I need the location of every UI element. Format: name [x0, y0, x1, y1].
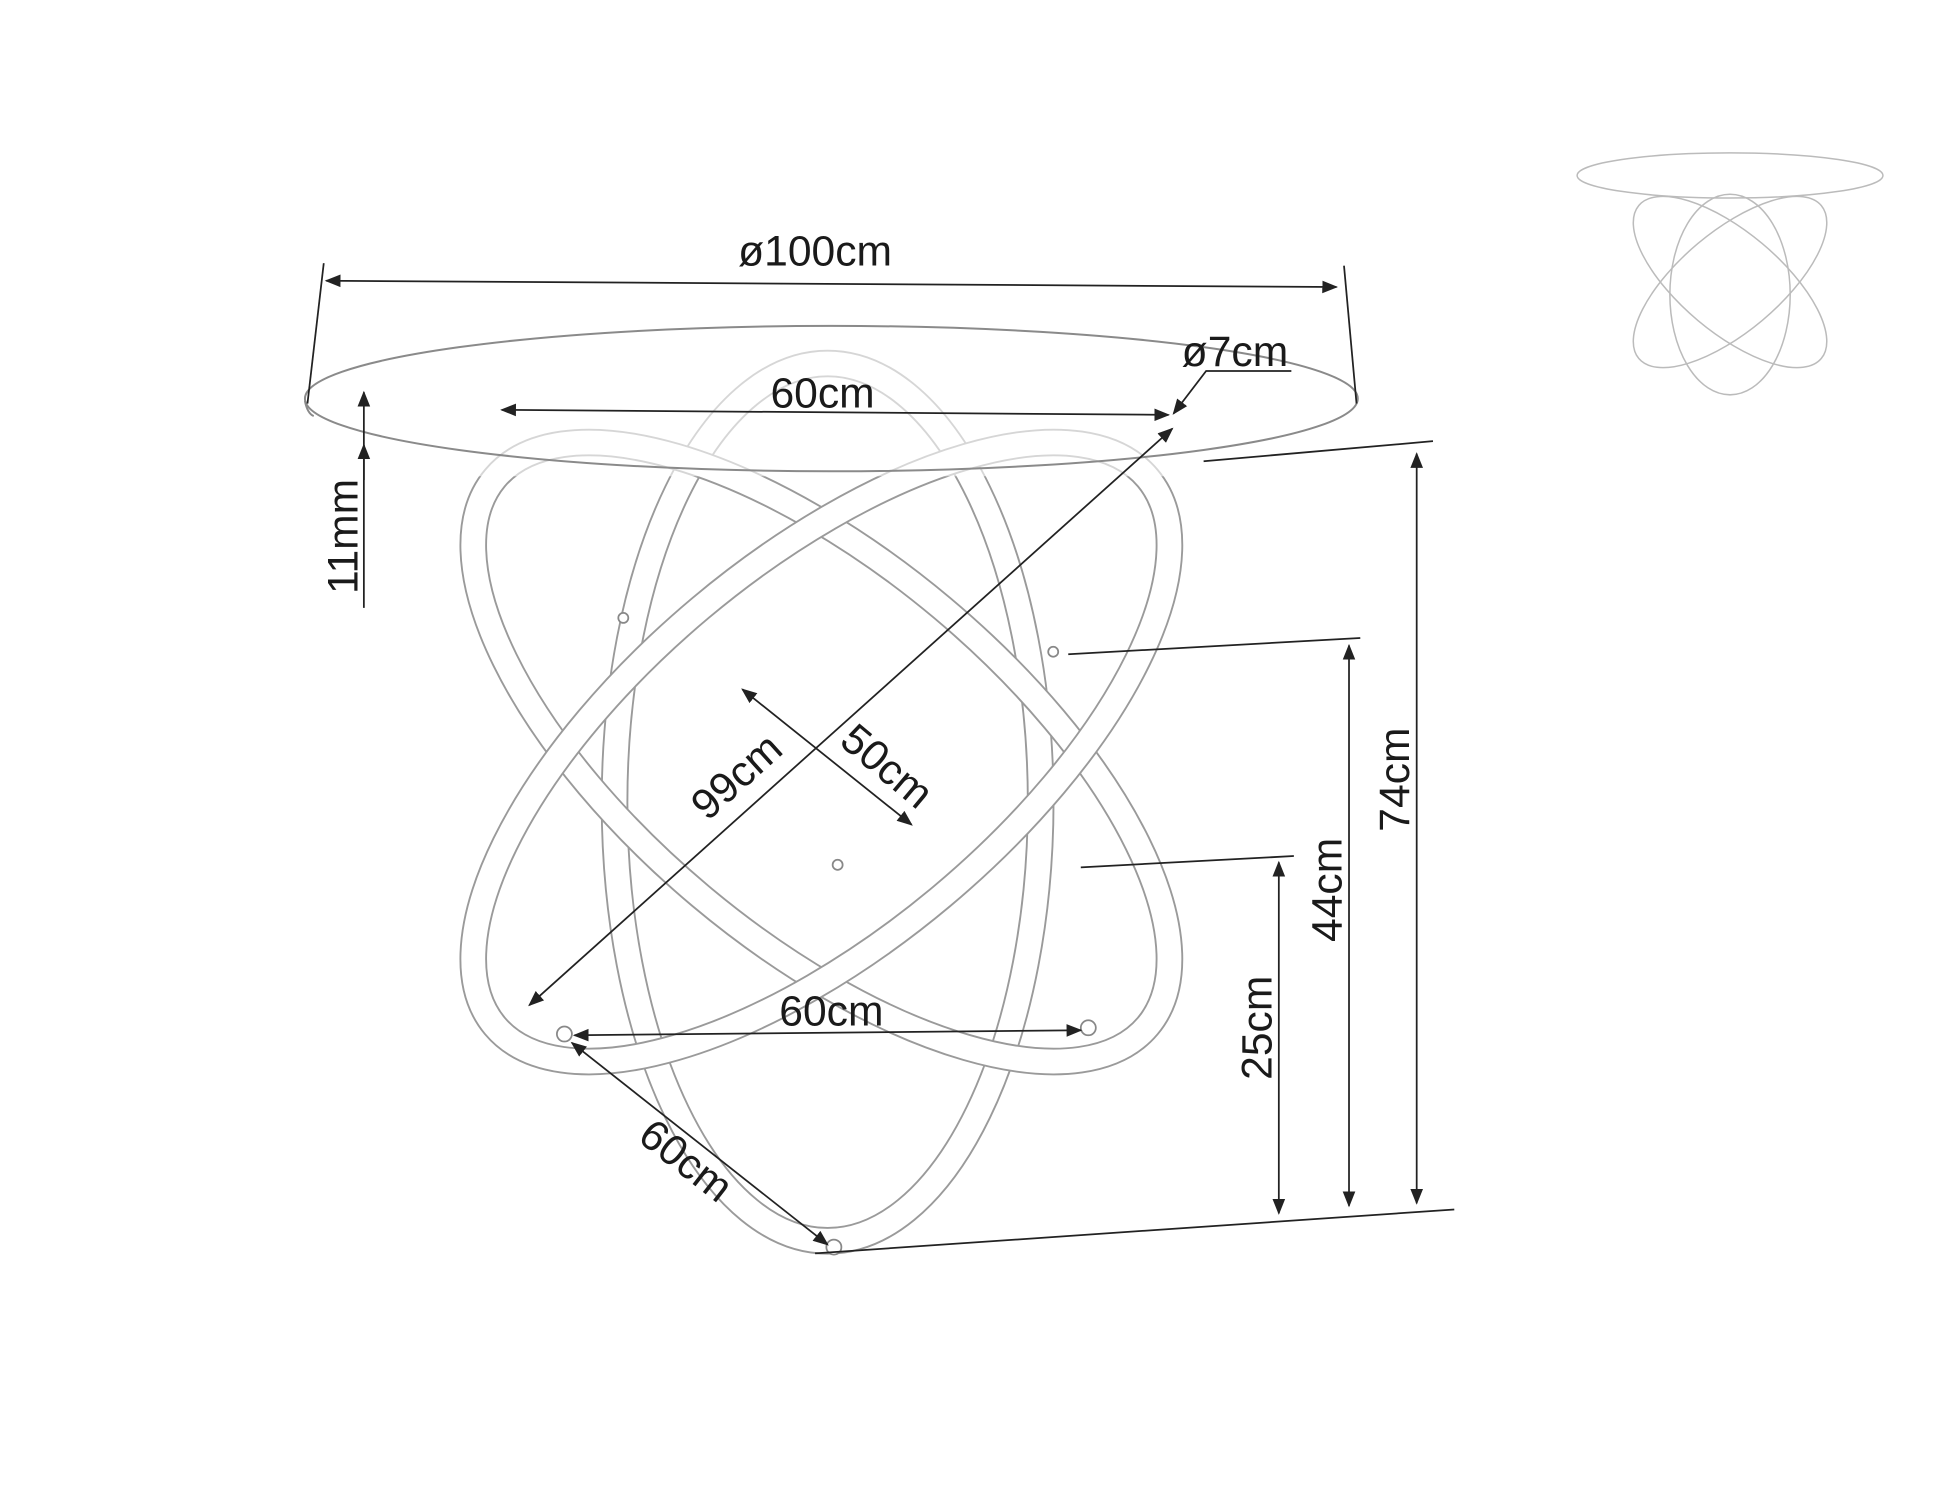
upper-ring-width-label: 60cm — [770, 369, 874, 417]
thumbnail-view — [1576, 152, 1884, 396]
total-height-label: 74cm — [1371, 727, 1419, 831]
top-diameter-label: ø100cm — [738, 228, 892, 276]
base-width-label: 60cm — [779, 987, 883, 1035]
tube-diameter-label: ø7cm — [1182, 328, 1289, 376]
dimension-lines — [306, 263, 1455, 1255]
diagonal-label: 99cm — [682, 724, 792, 829]
table-sketch — [301, 313, 1367, 1256]
upper-joint-height-label: 44cm — [1303, 838, 1351, 942]
ring-depth-label: 50cm — [831, 714, 942, 818]
glass-thickness-label: 11mm — [320, 479, 368, 594]
lower-joint-height-label: 25cm — [1233, 976, 1281, 1080]
